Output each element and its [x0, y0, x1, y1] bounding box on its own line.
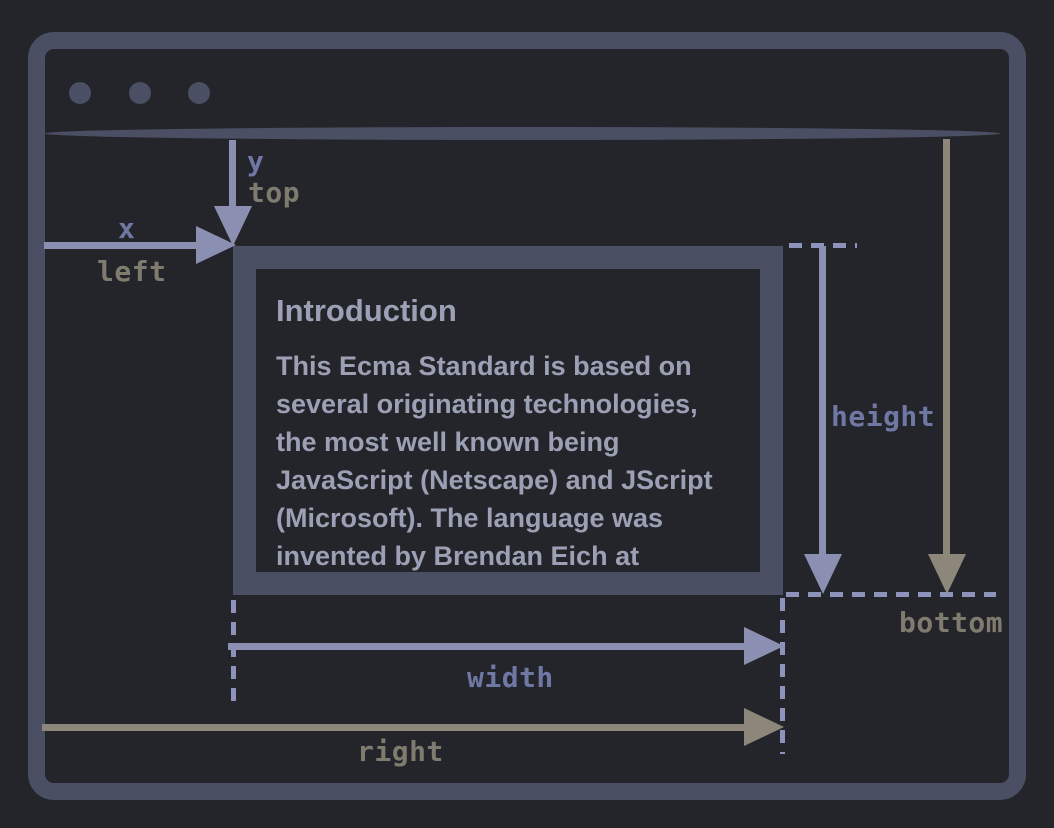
top-label: top — [248, 176, 301, 209]
window-control-dot-icon — [129, 82, 151, 104]
element-content: Introduction This Ecma Standard is based… — [256, 269, 760, 572]
right-arrow-head-icon — [744, 708, 784, 746]
height-arrow-line — [819, 246, 826, 556]
window-control-dot-icon — [69, 82, 91, 104]
bottom-label: bottom — [899, 606, 1004, 639]
width-label: width — [467, 661, 554, 694]
address-bar — [45, 127, 1000, 140]
bottom-arrow-head-icon — [928, 554, 966, 594]
element-left-guide-dashed-line — [231, 600, 236, 708]
element-box: Introduction This Ecma Standard is based… — [233, 246, 783, 595]
x-label: x — [118, 212, 136, 245]
width-arrow-head-icon — [744, 627, 784, 665]
width-arrow-line — [228, 643, 744, 650]
element-right-guide-dashed-line — [780, 598, 785, 754]
x-arrow-head-icon — [196, 226, 236, 264]
element-heading: Introduction — [276, 293, 457, 328]
window-control-dot-icon — [188, 82, 210, 104]
element-top-guide-dashed-line — [789, 243, 857, 248]
right-label: right — [357, 735, 444, 768]
y-arrow-line — [229, 140, 236, 210]
right-arrow-line — [42, 724, 744, 731]
left-label: left — [97, 255, 167, 288]
x-arrow-line — [44, 242, 196, 249]
y-label: y — [247, 145, 265, 178]
browser-window-frame — [28, 32, 1026, 800]
height-label: height — [831, 400, 936, 433]
element-body-text: This Ecma Standard is based on several o… — [276, 351, 713, 571]
element-bottom-guide-dashed-line — [786, 592, 996, 597]
bottom-arrow-line — [943, 139, 950, 556]
height-arrow-head-icon — [804, 554, 842, 594]
